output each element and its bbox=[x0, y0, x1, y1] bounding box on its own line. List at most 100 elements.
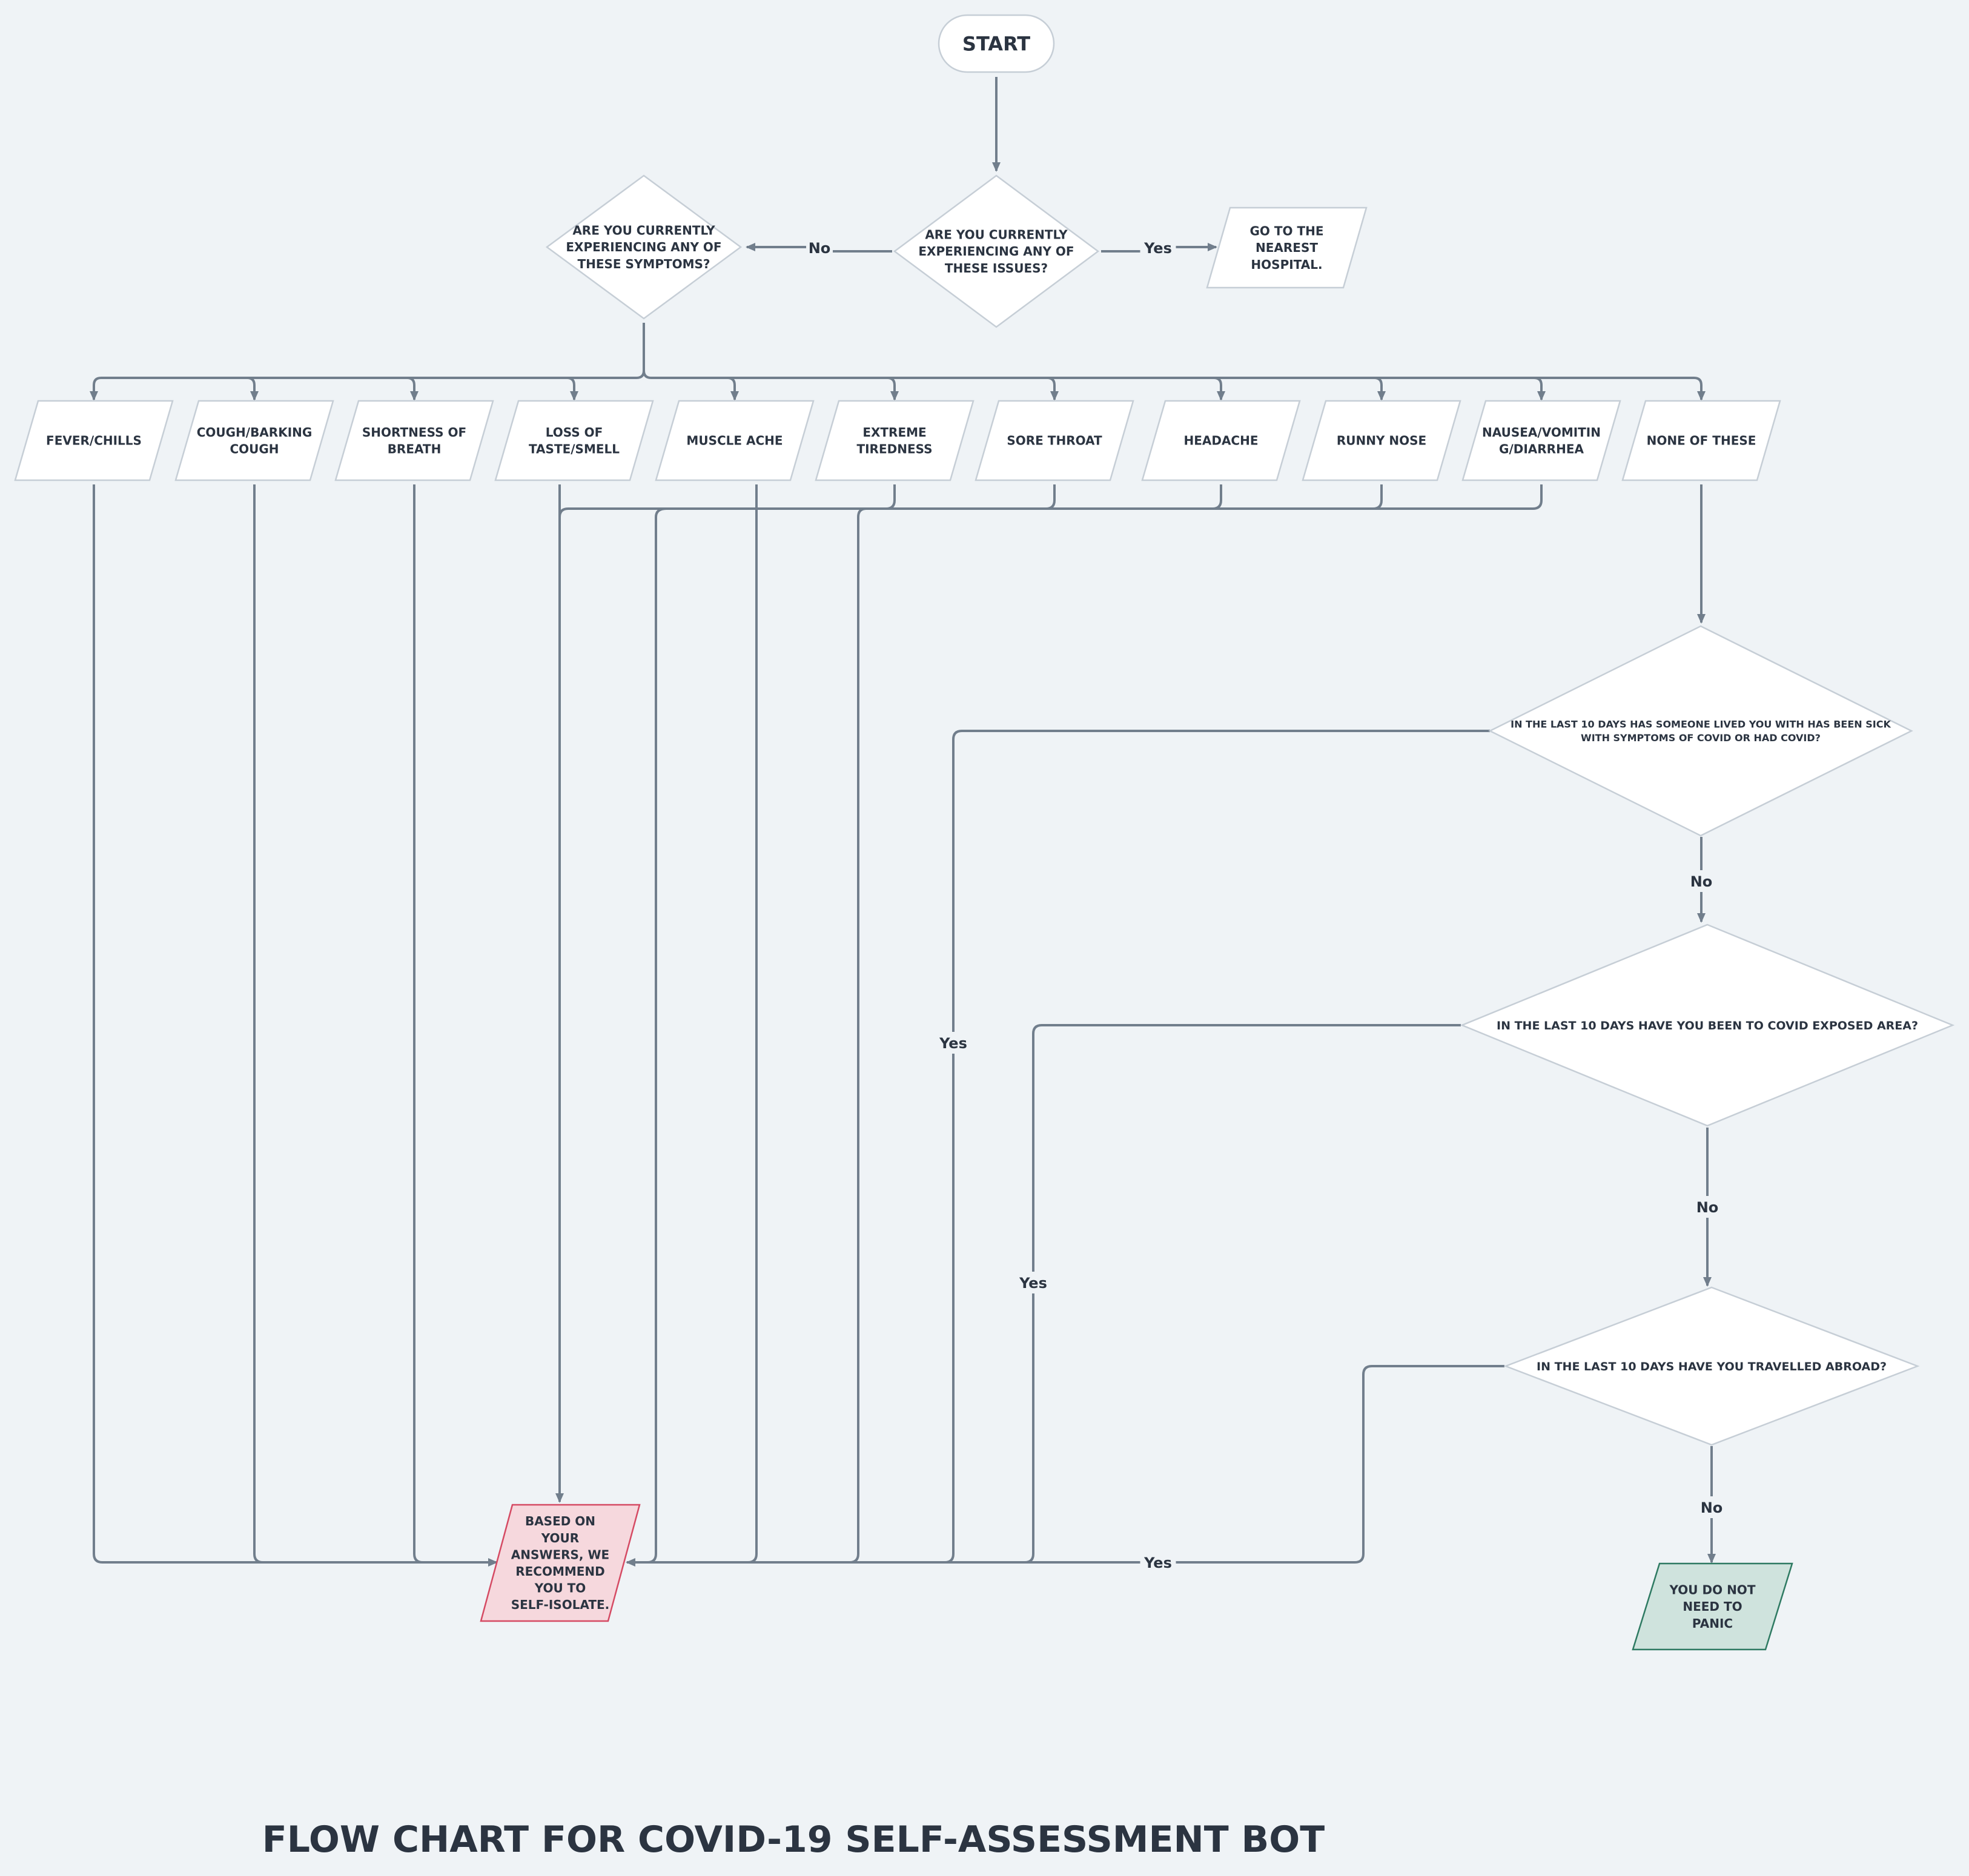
edge-to-symptom-10 bbox=[1534, 377, 1546, 401]
label-issues-no: No bbox=[806, 237, 833, 259]
edge-to-symptom-3 bbox=[406, 377, 419, 401]
edge-symptoms-bus bbox=[101, 323, 1694, 379]
label-travel-no: No bbox=[1698, 1496, 1725, 1518]
symptom-9-label: RUNNY NOSE bbox=[1337, 434, 1426, 448]
edge-to-symptom-9 bbox=[1374, 377, 1386, 401]
start-node-shape bbox=[938, 14, 1055, 73]
label-exposed-no: No bbox=[1694, 1196, 1721, 1218]
edge-exposed-yes bbox=[1024, 1024, 1461, 1564]
edge-tired-rail bbox=[885, 484, 896, 510]
edge-sore-rail bbox=[1045, 484, 1056, 510]
symptom-2-shape bbox=[174, 400, 334, 481]
symptom-5: MUSCLE ACHE bbox=[655, 400, 815, 481]
edge-to-symptom-1 bbox=[90, 377, 102, 401]
symptom-7-label: SORE THROAT bbox=[1007, 434, 1102, 448]
label-travel-yes: Yes bbox=[1140, 1551, 1176, 1573]
symptom-10-shape bbox=[1461, 400, 1621, 481]
label-travel-no-text: No bbox=[1701, 1499, 1723, 1516]
chart-title: FLOW CHART FOR COVID-19 SELF-ASSESSMENT … bbox=[262, 1818, 1325, 1861]
label-exposed-yes-text: Yes bbox=[1019, 1275, 1047, 1292]
edge-to-symptom-7 bbox=[1047, 377, 1059, 401]
edge-to-symptom-8 bbox=[1213, 377, 1225, 401]
label-travel-yes-text: Yes bbox=[1143, 1554, 1172, 1571]
edge-travel-yes bbox=[627, 1365, 1504, 1564]
edge-right-symptoms-rail bbox=[626, 484, 1543, 1567]
decision-household-shape bbox=[1488, 625, 1913, 837]
symptom-1: FEVER/CHILLS bbox=[14, 400, 174, 481]
edge-rail-loss bbox=[558, 507, 866, 518]
edge-rail-muscle bbox=[647, 507, 667, 1564]
symptom-5-label: MUSCLE ACHE bbox=[686, 434, 783, 448]
decision-travel-label: IN THE LAST 10 DAYS HAVE YOU TRAVELLED A… bbox=[1537, 1360, 1887, 1373]
label-exposed-no-text: No bbox=[1696, 1199, 1719, 1216]
edge-fever-isolate bbox=[93, 484, 498, 1567]
edge-to-symptom-6 bbox=[887, 377, 899, 401]
label-household-yes: Yes bbox=[935, 1032, 971, 1054]
decision-exposed-area-shape bbox=[1460, 923, 1955, 1127]
label-issues-yes: Yes bbox=[1140, 237, 1176, 259]
symptom-11-label: NONE OF THESE bbox=[1647, 434, 1756, 448]
label-exposed-yes: Yes bbox=[1015, 1272, 1051, 1293]
decision-exposed-area: IN THE LAST 10 DAYS HAVE YOU BEEN TO COV… bbox=[1460, 923, 1955, 1127]
decision-exposed-area-label: IN THE LAST 10 DAYS HAVE YOU BEEN TO COV… bbox=[1497, 1019, 1918, 1032]
edge-to-symptom-5 bbox=[727, 377, 739, 401]
symptom-11: NONE OF THESE bbox=[1621, 400, 1781, 481]
outcome-isolate-shape bbox=[480, 1504, 641, 1622]
label-household-no: No bbox=[1688, 870, 1715, 892]
symptom-7-shape bbox=[975, 400, 1134, 481]
edge-to-symptom-4 bbox=[566, 377, 578, 401]
symptom-8: HEADACHE bbox=[1141, 400, 1301, 481]
edge-to-symptom-11 bbox=[1693, 377, 1706, 401]
symptom-8-shape bbox=[1141, 400, 1301, 481]
symptom-6-shape bbox=[815, 400, 975, 481]
symptom-9-shape bbox=[1302, 400, 1461, 481]
edge-runny-rail bbox=[1372, 484, 1383, 510]
start-node-label: START bbox=[962, 33, 1030, 56]
symptom-8-label: HEADACHE bbox=[1183, 434, 1258, 448]
label-issues-no-text: No bbox=[809, 240, 831, 257]
decision-travel-shape bbox=[1503, 1286, 1920, 1446]
symptom-3-shape bbox=[334, 400, 494, 481]
symptom-7: SORE THROAT bbox=[975, 400, 1134, 481]
edge-muscle-isolate bbox=[747, 484, 758, 1564]
edge-household-yes bbox=[944, 730, 1490, 1564]
edge-breath-isolate bbox=[413, 484, 423, 1564]
outcome-no-panic-shape bbox=[1632, 1562, 1793, 1651]
decision-symptoms-shape bbox=[545, 174, 743, 320]
symptom-1-label: FEVER/CHILLS bbox=[46, 434, 142, 448]
label-issues-yes-text: Yes bbox=[1143, 240, 1172, 257]
decision-issues-shape bbox=[893, 174, 1100, 328]
outcome-hospital-shape bbox=[1206, 206, 1368, 289]
symptom-1-shape bbox=[14, 400, 174, 481]
symptom-5-shape bbox=[655, 400, 815, 481]
decision-household: IN THE LAST 10 DAYS HAS SOMEONE LIVED YO… bbox=[1488, 625, 1913, 837]
symptom-11-shape bbox=[1621, 400, 1781, 481]
edge-headache-rail bbox=[1212, 484, 1222, 510]
symptom-4-shape bbox=[494, 400, 654, 481]
edge-cough-isolate bbox=[253, 484, 263, 1564]
symptom-9: RUNNY NOSE bbox=[1302, 400, 1461, 481]
label-household-no-text: No bbox=[1690, 873, 1713, 890]
start-node: START bbox=[938, 14, 1055, 73]
label-household-yes-text: Yes bbox=[939, 1035, 967, 1052]
